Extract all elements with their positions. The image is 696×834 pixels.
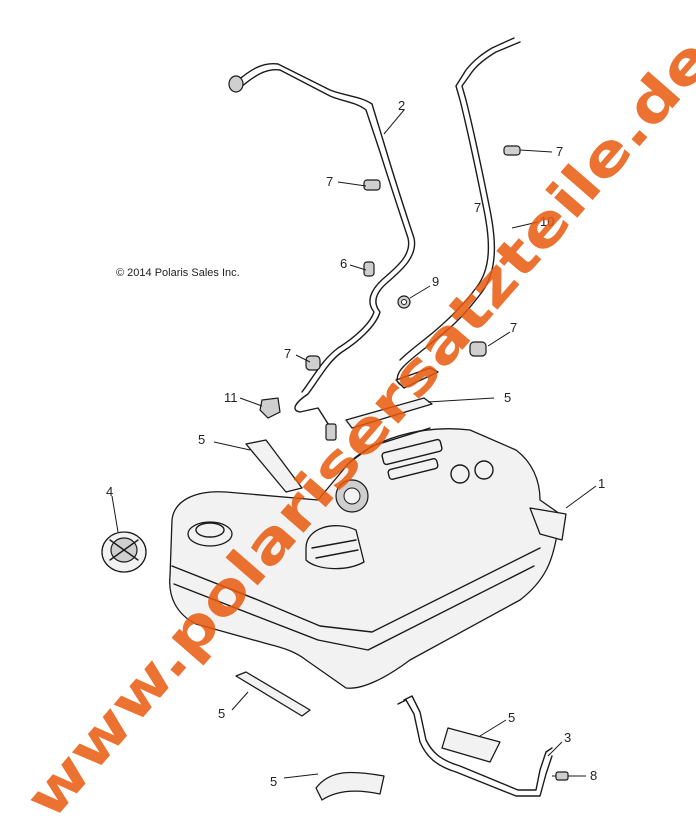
vent-hose-2 [228,63,416,431]
fuel-cap-4 [101,531,147,573]
callout-7: 7 [284,346,291,361]
callout-4: 4 [106,484,113,499]
callout-9: 9 [432,274,439,289]
callout-7: 7 [474,200,481,215]
callout-6: 6 [340,256,347,271]
foam-pad-5-lower [315,771,385,801]
callout-8: 8 [590,768,597,783]
fuel-tank-1 [169,427,567,689]
valve-11 [259,397,281,419]
leader-lines [111,109,597,779]
strap-3 [397,695,553,797]
foam-pad-5-left [245,439,303,493]
copyright-text: © 2014 Polaris Sales Inc. [116,267,240,279]
vent-hose-10 [395,37,521,389]
callout-5: 5 [504,390,511,405]
clamp-7-upper [363,179,381,191]
callout-11: 11 [224,390,238,405]
foam-pad-5-top [345,397,433,429]
clamp-7-right [503,145,521,156]
callout-10: 10 [540,214,554,229]
clamp-7-left [305,355,321,371]
callout-5: 5 [270,774,277,789]
callout-2: 2 [398,98,405,113]
clamp-6 [363,261,375,277]
watermark-text: www.polarisersatzteile.de [14,26,696,831]
clamp-7-mid [469,341,487,357]
foam-pad-5-strap [441,727,501,763]
callout-1: 1 [598,476,605,491]
callout-5: 5 [198,432,205,447]
callout-7: 7 [510,320,517,335]
bolt-8 [552,771,569,781]
callout-7: 7 [326,174,333,189]
callout-5: 5 [508,710,515,725]
hose-fitting [325,423,337,441]
clip-9 [397,295,411,309]
callout-5: 5 [218,706,225,721]
callout-3: 3 [564,730,571,745]
callout-7: 7 [556,144,563,159]
callout-labels: 2 7 7 7 10 6 9 7 7 11 5 5 1 4 5 5 3 8 5 [106,98,605,789]
foam-pad-5-bottom [235,671,311,717]
